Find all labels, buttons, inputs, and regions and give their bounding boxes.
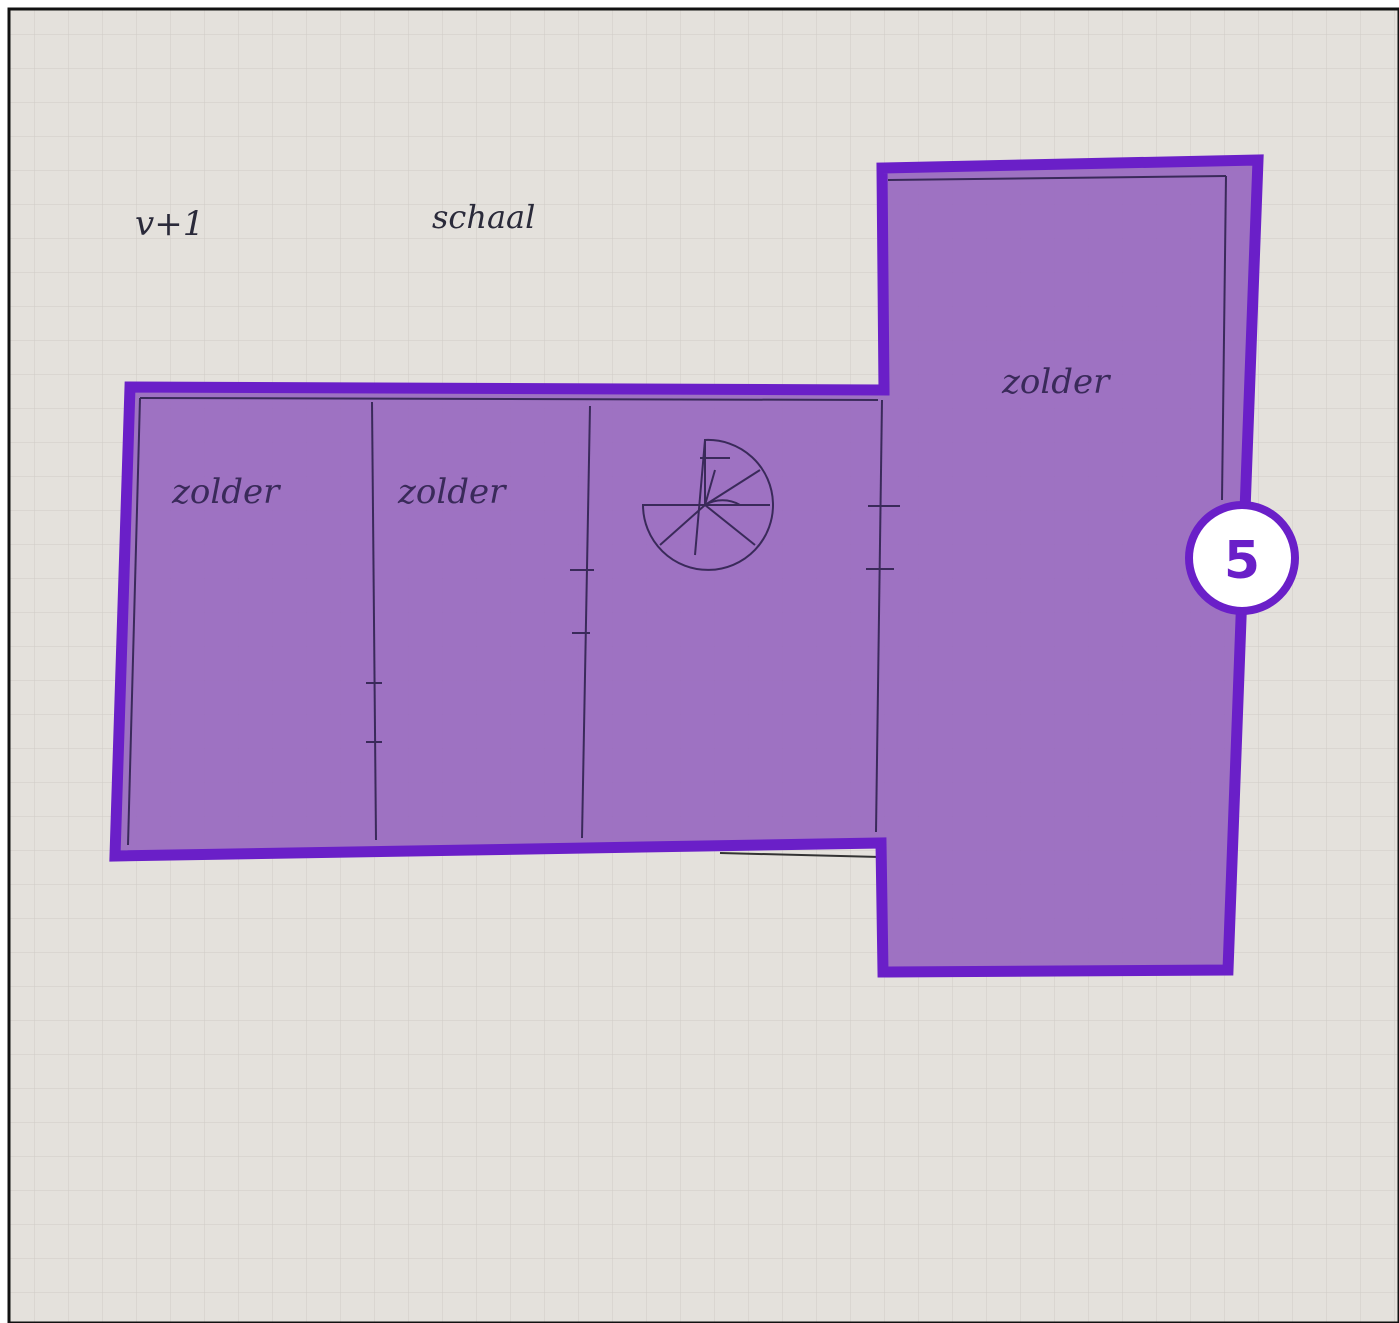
region-number-badge: 5 xyxy=(1185,501,1299,615)
wall-tower-right xyxy=(1221,175,1227,501)
room-label-2: zolder xyxy=(397,472,507,512)
note-left: v+1 xyxy=(135,204,204,244)
wall-outer-left xyxy=(127,397,141,846)
room-label-1: zolder xyxy=(171,472,281,512)
interior-walls xyxy=(127,175,1227,846)
image-border xyxy=(7,7,1399,1323)
badge-circle xyxy=(1185,501,1299,615)
pencil-line xyxy=(719,852,881,858)
badge-number: 5 xyxy=(1224,531,1260,591)
room-label-3: zolder xyxy=(1001,362,1111,402)
wall-tower-top xyxy=(887,175,1227,181)
spiral-staircase-icon xyxy=(641,438,774,571)
wall-divider-1 xyxy=(371,401,377,841)
note-right: schaal xyxy=(432,198,535,236)
wall-top-left xyxy=(139,397,879,401)
wall-divider-2 xyxy=(581,405,591,839)
wall-divider-3 xyxy=(875,399,883,833)
